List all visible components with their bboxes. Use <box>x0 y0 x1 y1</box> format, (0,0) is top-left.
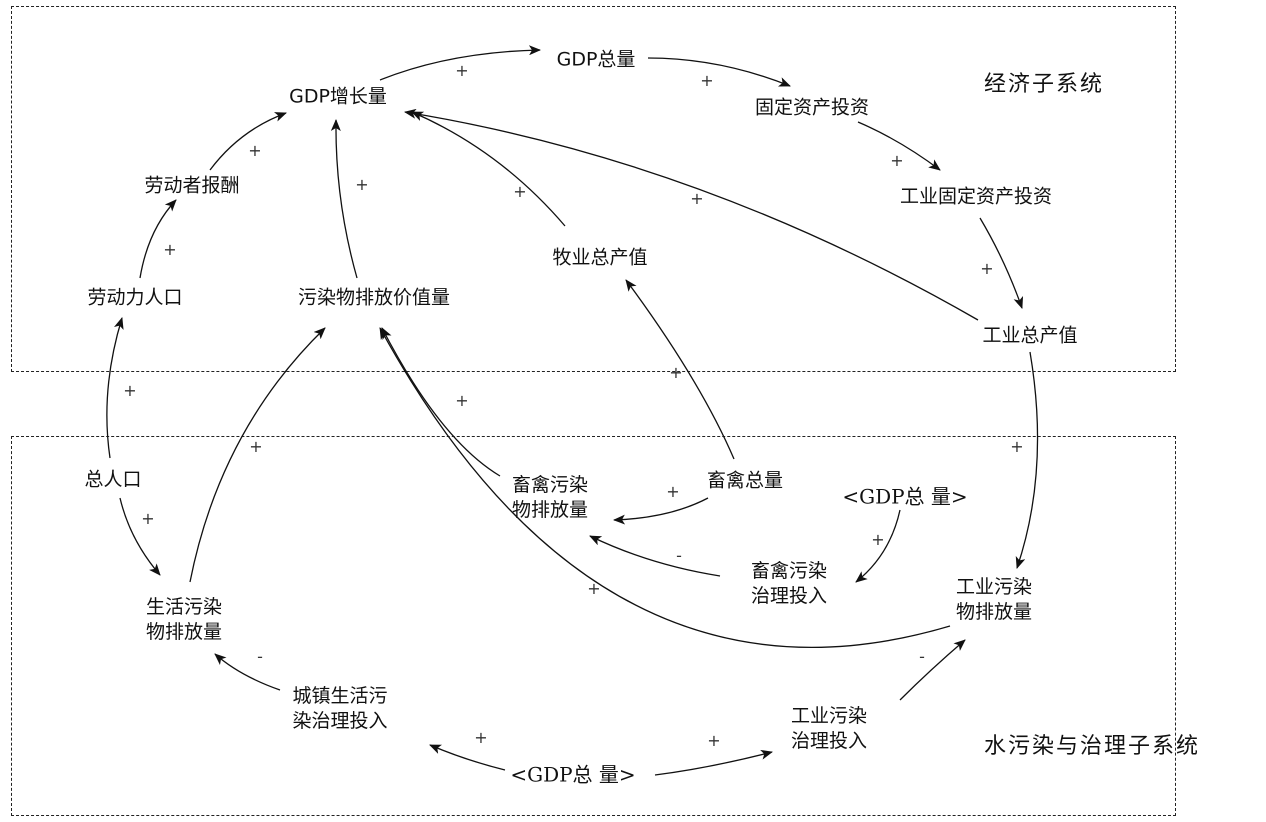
edge-urban-treat-to-domestic-emission <box>214 653 281 691</box>
edge-total-pop-to-domestic-emission <box>119 497 161 576</box>
node-gdp-total-shadow1: <GDP总 量> <box>842 484 968 509</box>
polarity-sign: + <box>666 482 679 501</box>
polarity-sign: + <box>141 509 154 528</box>
node-urban-treat: 城镇生活污染治理投入 <box>292 685 388 732</box>
edge-labor-pop-to-labor-pay <box>139 199 177 279</box>
edge-ind-fixed-invest-to-ind-output <box>979 217 1024 309</box>
polarity-sign: + <box>455 391 468 410</box>
edge-labor-pay-to-gdp-growth <box>209 112 287 171</box>
node-labor-pay: 劳动者报酬 <box>144 174 240 197</box>
edge-gdp-total-shadow2-to-urban-treat <box>429 744 506 771</box>
polarity-sign: + <box>455 61 468 80</box>
polarity-sign: + <box>700 71 713 90</box>
edge-gdp-total-shadow1-to-livestock-treat <box>855 509 901 583</box>
polarity-sign: + <box>474 728 487 747</box>
edge-livestock-output-to-gdp-growth <box>411 111 566 227</box>
node-labor-pop: 劳动力人口 <box>87 286 183 309</box>
edge-domestic-emission-to-pollutant-value <box>189 327 326 583</box>
polarity-sign: + <box>707 731 720 750</box>
edge-gdp-total-to-fixed-invest <box>647 57 791 87</box>
edge-fixed-invest-to-ind-fixed-invest <box>857 121 941 171</box>
edge-livestock-emission-to-pollutant-value <box>381 327 501 477</box>
water-subsystem-label: 水污染与治理子系统 <box>984 734 1201 759</box>
economic-subsystem-label: 经济子系统 <box>984 72 1105 97</box>
polarity-sign: + <box>669 363 682 382</box>
edge-livestock-treat-to-livestock-emission <box>589 535 721 577</box>
node-ind-emission: 工业污染物排放量 <box>955 576 1033 623</box>
edge-total-pop-to-labor-pop <box>106 317 124 459</box>
edge-gdp-growth-to-gdp-total <box>379 45 541 81</box>
edge-ind-treat-to-ind-emission <box>899 639 966 701</box>
water-subsystem-box <box>11 436 1176 816</box>
polarity-sign: + <box>123 381 136 400</box>
polarity-sign: + <box>513 182 526 201</box>
node-ind-treat: 工业污染治理投入 <box>790 705 868 752</box>
node-livestock-treat: 畜禽污染治理投入 <box>750 560 828 607</box>
edge-ind-output-to-gdp-growth <box>404 108 979 321</box>
node-livestock-output: 牧业总产值 <box>552 246 648 269</box>
polarity-sign: - <box>919 647 925 666</box>
node-gdp-growth: GDP增长量 <box>289 85 387 108</box>
node-livestock-total: 畜禽总量 <box>706 469 784 492</box>
edge-livestock-total-to-livestock-emission <box>613 497 709 525</box>
node-ind-fixed-invest: 工业固定资产投资 <box>899 185 1053 208</box>
edge-livestock-total-to-livestock-output <box>625 279 735 460</box>
node-livestock-emission: 畜禽污染物排放量 <box>511 474 589 521</box>
polarity-sign: + <box>1010 437 1023 456</box>
node-pollutant-value: 污染物排放价值量 <box>297 286 451 309</box>
polarity-sign: + <box>871 530 884 549</box>
edge-ind-output-to-ind-emission <box>1015 351 1039 569</box>
polarity-sign: + <box>355 175 368 194</box>
polarity-sign: + <box>890 151 903 170</box>
node-domestic-emission: 生活污染物排放量 <box>145 596 223 643</box>
node-ind-output: 工业总产值 <box>982 324 1078 347</box>
node-total-pop: 总人口 <box>84 468 142 491</box>
edge-ind-emission-to-pollutant-value <box>379 327 951 648</box>
polarity-sign: + <box>163 240 176 259</box>
edge-pollutant-value-to-gdp-growth <box>330 119 358 279</box>
node-gdp-total: GDP总量 <box>556 48 636 71</box>
polarity-sign: - <box>676 546 682 565</box>
economic-subsystem-box <box>11 6 1176 372</box>
polarity-sign: - <box>257 647 263 666</box>
polarity-sign: + <box>587 579 600 598</box>
polarity-sign: + <box>249 437 262 456</box>
polarity-sign: + <box>690 189 703 208</box>
node-gdp-total-shadow2: <GDP总 量> <box>510 762 636 787</box>
polarity-sign: + <box>980 259 993 278</box>
edge-gdp-total-shadow2-to-ind-treat <box>654 749 773 776</box>
polarity-sign: + <box>248 141 261 160</box>
node-fixed-invest: 固定资产投资 <box>754 96 870 119</box>
